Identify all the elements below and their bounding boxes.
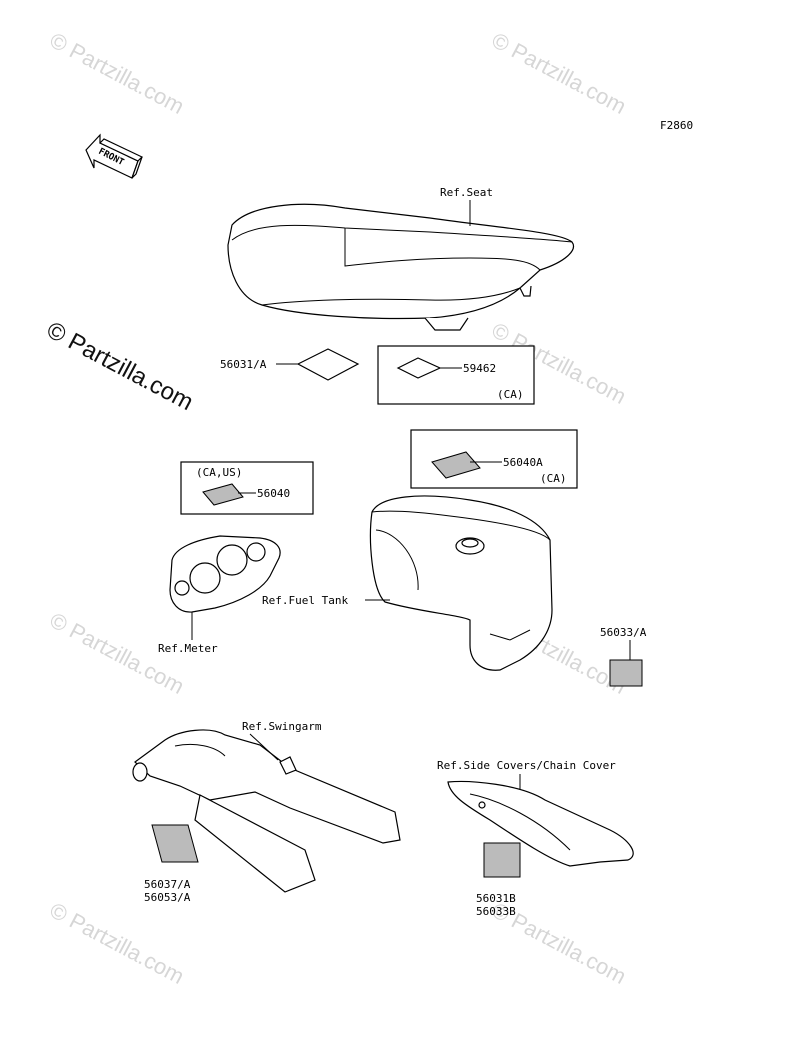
decal-56040 — [202, 483, 244, 506]
label-ca-2: (CA) — [540, 472, 567, 485]
ref-fuel-tank-label: Ref.Fuel Tank — [262, 594, 348, 607]
decal-56040a — [431, 451, 481, 479]
ref-seat-label: Ref.Seat — [440, 186, 493, 199]
label-56031a: 56031/A — [220, 358, 267, 371]
label-56040: 56040 — [257, 487, 290, 500]
watermark-bottom-left: © Partzilla.com — [46, 897, 189, 989]
watermark-top-right: © Partzilla.com — [488, 27, 631, 119]
label-56053a: 56053/A — [144, 891, 191, 904]
side-cover — [447, 780, 634, 867]
figure-code: F2860 — [660, 119, 693, 132]
label-56040a: 56040A — [503, 456, 543, 469]
ref-side-covers-label: Ref.Side Covers/Chain Cover — [437, 759, 616, 772]
ref-swingarm-label: Ref.Swingarm — [242, 720, 322, 733]
decal-56037a — [151, 824, 199, 863]
meter — [169, 535, 281, 613]
seat — [227, 203, 574, 331]
label-56033b: 56033B — [476, 905, 516, 918]
ref-meter-label: Ref.Meter — [158, 642, 218, 655]
decal-56031a — [296, 348, 360, 381]
swingarm — [132, 729, 401, 893]
box-59462 — [377, 345, 535, 405]
label-59462: 59462 — [463, 362, 496, 375]
box-56040 — [180, 461, 314, 515]
decal-56033a — [609, 659, 643, 687]
box-56040a — [410, 429, 578, 489]
decal-56031b — [483, 842, 521, 878]
fuel-tank — [369, 495, 553, 671]
label-56031b: 56031B — [476, 892, 516, 905]
label-ca-1: (CA) — [497, 388, 524, 401]
watermark-main: © Partzilla.com — [42, 316, 197, 416]
label-56033a: 56033/A — [600, 626, 647, 639]
front-arrow-icon: FRONT — [85, 133, 144, 179]
label-ca-us: (CA,US) — [196, 466, 242, 479]
watermark-top-left: © Partzilla.com — [46, 27, 189, 119]
label-56037a: 56037/A — [144, 878, 191, 891]
